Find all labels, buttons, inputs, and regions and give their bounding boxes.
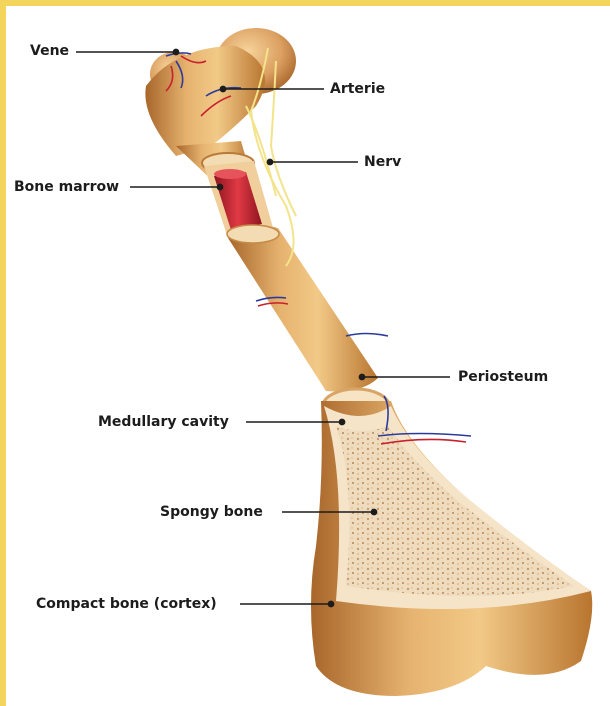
distal-epiphysis (311, 401, 592, 696)
label-vene: Vene (30, 42, 69, 60)
label-compact-bone: Compact bone (cortex) (36, 595, 217, 613)
label-periosteum: Periosteum (458, 368, 548, 386)
label-medullary-cavity: Medullary cavity (98, 413, 229, 431)
middle-shaft (228, 226, 378, 392)
label-spongy-bone: Spongy bone (160, 503, 263, 521)
label-bone-marrow: Bone marrow (14, 178, 119, 196)
label-nerv: Nerv (364, 153, 401, 171)
label-arterie: Arterie (330, 80, 385, 98)
